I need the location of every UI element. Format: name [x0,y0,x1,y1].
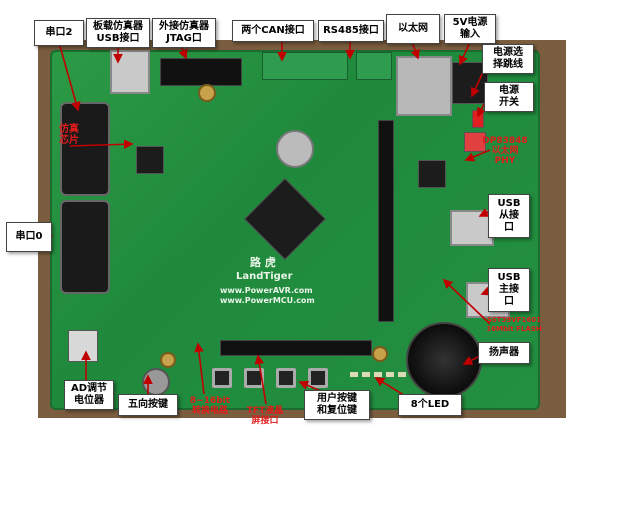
user-button-2 [244,368,264,388]
label-com2: 串口2 [34,20,84,46]
mcu-chip [243,177,327,261]
coin-battery [276,130,314,168]
rs485-terminal [356,52,392,80]
speaker [406,322,482,398]
led-2 [362,372,370,377]
joystick [142,368,170,396]
potentiometer [68,330,98,362]
user-button-1 [212,368,232,388]
label-speaker: 扬声器 [478,342,530,364]
capacitor [198,84,216,102]
label-usb-debugger: 板载仿真器 USB接口 [86,18,150,48]
label-joystick: 五向按键 [118,394,178,416]
annotation-phy: DP83848 以太网 PHY [482,136,528,166]
label-power-switch: 电源 开关 [484,82,534,112]
board-url-2: www.PowerMCU.com [220,296,315,305]
label-user-keys: 用户按键 和复位键 [304,390,370,420]
label-jtag: 外接仿真器 JTAG口 [152,18,216,48]
capacitor [160,352,176,368]
label-ethernet: 以太网 [386,14,440,44]
led-4 [386,372,394,377]
annotation-bus-convert: 8~16bit 转换电路 [189,396,231,416]
phy-chip [418,160,446,188]
tft-header [220,340,372,356]
com2-connector [60,102,110,196]
annotation-tft: TFT液晶 屏接口 [246,406,284,426]
annotation-emulator-chip: 仿真 芯片 [59,124,79,146]
led-3 [374,372,382,377]
led-5 [398,372,406,377]
label-can: 两个CAN接口 [232,20,314,42]
label-ad-pot: AD调节 电位器 [64,380,114,410]
board-url-1: www.PowerAVR.com [220,286,313,295]
capacitor [372,346,388,362]
label-power-jumper: 电源选 择跳线 [482,44,534,74]
jtag-header [160,58,242,86]
com0-connector [60,200,110,294]
ethernet-port [396,56,452,116]
power-jumper [472,110,484,128]
label-rs485: RS485接口 [318,20,384,42]
label-com0: 串口0 [6,222,52,252]
pcb: 路 虎 LandTiger www.PowerAVR.com www.Power… [50,50,540,410]
label-leds: 8个LED [398,394,462,416]
led-1 [350,372,358,377]
user-button-4 [308,368,328,388]
annotation-flash: SST39VF1601 16Mbit FLASH [486,316,542,333]
board-photo: 路 虎 LandTiger www.PowerAVR.com www.Power… [38,40,566,418]
emulator-chip [136,146,164,174]
usb-debug-port [110,50,150,94]
label-usb-host: USB 主接 口 [488,268,530,312]
board-name-cn: 路 虎 [250,256,276,269]
user-button-3 [276,368,296,388]
can-terminal [262,52,348,80]
right-pin-header [378,120,394,322]
label-usb-device: USB 从接 口 [488,194,530,238]
label-power-in: 5V电源 输入 [444,14,496,44]
board-name-en: LandTiger [236,271,293,282]
